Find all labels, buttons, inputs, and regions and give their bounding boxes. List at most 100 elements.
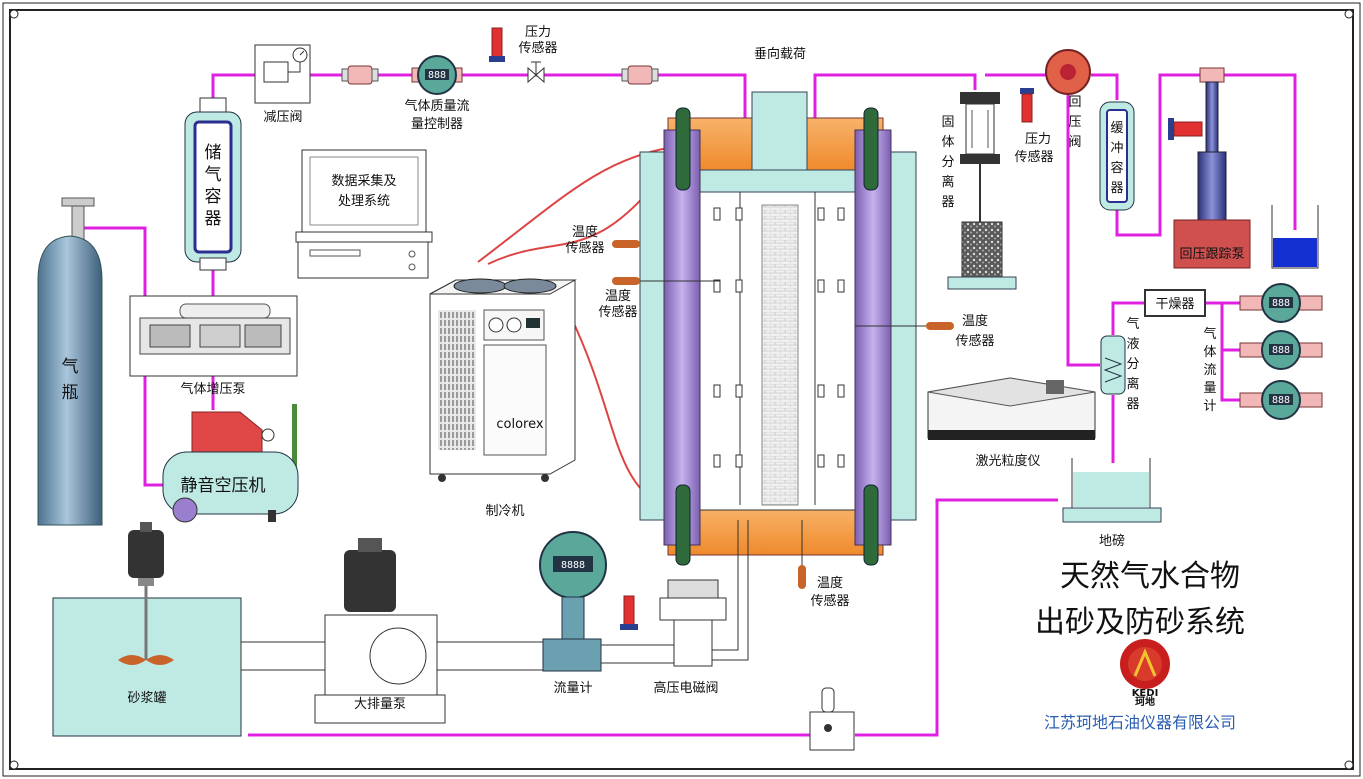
scale-label: 地磅: [1099, 533, 1125, 549]
temp-sensor-1-label-2: 传感器: [565, 240, 604, 256]
buffer-label-2: 冲: [1110, 141, 1123, 156]
temp-sensor-2-label-1: 温度: [605, 288, 631, 304]
gas-bottle-label-1: 气: [62, 357, 79, 377]
back-valve-label-1: 回: [1068, 95, 1081, 110]
gas-flow-meter-2-reading: 888: [1272, 345, 1290, 356]
gl-sep-label-1: 气: [1126, 316, 1139, 332]
gas-booster-pump[interactable]: 气体增压泵: [129, 295, 298, 397]
temp-sensor-1[interactable]: 温度 传感器: [565, 224, 640, 256]
gas-pipelines: [80, 73, 1297, 737]
hydrate-reactor[interactable]: 垂向载荷: [639, 46, 917, 566]
dryer-label: 干燥器: [1155, 297, 1194, 312]
gas-flow-label-4: 量: [1203, 381, 1216, 396]
pressure-reducer-valve[interactable]: 减压阀: [254, 44, 311, 125]
pressure-sensor-right[interactable]: 压力 传感器: [1014, 88, 1054, 165]
pressure-sensor-top-label-1: 压力: [525, 25, 551, 40]
flowmeter-label: 流量计: [553, 681, 592, 696]
temp-sensor-2-label-2: 传感器: [598, 304, 637, 320]
gas-flow-meter-3-reading: 888: [1272, 395, 1290, 406]
gas-flow-label-3: 流: [1203, 363, 1216, 378]
laser-label: 激光粒度仪: [975, 453, 1040, 469]
liquid-flowmeter[interactable]: 8888 流量计: [539, 531, 607, 696]
pump-label: 大排量泵: [354, 697, 406, 712]
reducer-label: 减压阀: [263, 110, 302, 125]
gas-flow-label-5: 计: [1203, 399, 1216, 414]
daq-label-2: 处理系统: [338, 194, 390, 209]
sampling-valve-bottom[interactable]: [809, 687, 855, 751]
buffer-vessel[interactable]: 缓 冲 容 器: [1099, 101, 1135, 211]
back-valve-label-2: 压: [1068, 115, 1081, 130]
mfc-label-1: 气体质量流: [404, 98, 469, 114]
tracking-pump-label: 回压跟踪泵: [1179, 247, 1244, 262]
temp-sensor-3-label-2: 传感器: [955, 333, 994, 349]
temp-sensor-4-label-1: 温度: [817, 575, 843, 591]
chiller-label: 制冷机: [485, 504, 524, 519]
data-acquisition-system[interactable]: 数据采集及 处理系统: [295, 149, 433, 279]
solid-sep-label-3: 分: [941, 155, 954, 170]
buffer-label-1: 缓: [1110, 121, 1123, 136]
mass-flow-controller[interactable]: 888 气体质量流 量控制器: [404, 55, 470, 132]
daq-label-1: 数据采集及: [331, 173, 396, 189]
temp-sensor-4-label-2: 传感器: [810, 593, 849, 609]
temp-sensor-2[interactable]: 温度 传感器: [598, 277, 720, 320]
flowmeter-reading: 8888: [561, 560, 585, 571]
gas-liquid-separator[interactable]: 气 液 分 离 器: [1100, 316, 1140, 412]
solid-sep-label-5: 器: [941, 195, 954, 210]
temp-sensor-3[interactable]: 温度 传感器: [855, 313, 995, 349]
logo-sub: 珂地: [1135, 695, 1155, 708]
pressure-sensor-right-label-2: 传感器: [1014, 149, 1053, 165]
gl-sep-label-5: 器: [1126, 397, 1139, 412]
logo-text: KEDI: [1132, 688, 1159, 699]
temp-sensor-4[interactable]: 温度 传感器: [798, 520, 850, 609]
gas-bottle[interactable]: 气 瓶: [37, 197, 103, 526]
storage-label-4: 器: [205, 209, 222, 229]
gas-flow-meter-1-reading: 888: [1272, 298, 1290, 309]
back-pressure-valve[interactable]: 回 压 阀: [1045, 49, 1091, 150]
needle-valve-top[interactable]: [527, 61, 545, 84]
gas-flow-meter-2[interactable]: 888: [1239, 330, 1323, 370]
storage-label-2: 气: [205, 165, 222, 185]
floor-scale[interactable]: 地磅: [1062, 458, 1162, 549]
back-valve-label-3: 阀: [1068, 135, 1081, 150]
storage-label-3: 容: [205, 187, 222, 207]
high-displacement-pump[interactable]: 大排量泵: [240, 538, 544, 724]
gas-flow-label-1: 气: [1203, 326, 1216, 342]
storage-label-1: 储: [205, 143, 222, 163]
pressure-sensor-top[interactable]: 压力 传感器: [489, 25, 558, 62]
gl-sep-label-2: 液: [1126, 337, 1139, 352]
mfc-reading: 888: [428, 70, 446, 81]
gl-sep-label-4: 离: [1126, 376, 1139, 392]
buffer-label-3: 容: [1110, 160, 1123, 176]
line-filter-2: [621, 65, 659, 85]
dryer[interactable]: 干燥器: [1144, 289, 1206, 317]
laser-particle-analyzer[interactable]: 激光粒度仪: [927, 377, 1096, 469]
gas-flow-meter-3[interactable]: 888: [1239, 380, 1323, 420]
gas-bottle-label-2: 瓶: [62, 383, 79, 403]
solid-sep-label-2: 体: [941, 135, 954, 150]
temp-sensor-1-label-1: 温度: [572, 224, 598, 240]
solid-sep-label-4: 离: [941, 174, 954, 190]
gas-storage-vessel[interactable]: 储 气 容 器: [184, 97, 242, 271]
mfc-label-2: 量控制器: [411, 117, 463, 132]
line-filter-1: [341, 65, 379, 85]
gas-flow-label-2: 体: [1203, 345, 1216, 360]
chiller-unit[interactable]: colorex 制冷机: [429, 147, 669, 519]
slurry-tank[interactable]: 砂浆罐: [52, 522, 242, 737]
solenoid-label: 高压电磁阀: [653, 680, 718, 696]
chiller-brand: colorex: [496, 417, 543, 432]
gl-sep-label-3: 分: [1126, 357, 1139, 372]
temp-sensor-3-label-1: 温度: [962, 313, 988, 329]
buffer-label-4: 器: [1110, 181, 1123, 196]
title-line-2: 出砂及防砂系统: [1035, 605, 1245, 640]
compressor-label: 静音空压机: [181, 476, 266, 496]
gas-flow-meter-1[interactable]: 888: [1239, 283, 1323, 323]
silent-air-compressor[interactable]: 静音空压机: [162, 404, 299, 523]
pressure-sensor-top-label-2: 传感器: [518, 40, 557, 56]
slurry-tank-label: 砂浆罐: [127, 691, 166, 706]
high-pressure-solenoid-valve[interactable]: 高压电磁阀: [600, 520, 749, 696]
solid-separator[interactable]: 固 体 分 离 器: [941, 92, 1017, 290]
back-pressure-tracking-pump[interactable]: 回压跟踪泵: [1168, 67, 1251, 269]
